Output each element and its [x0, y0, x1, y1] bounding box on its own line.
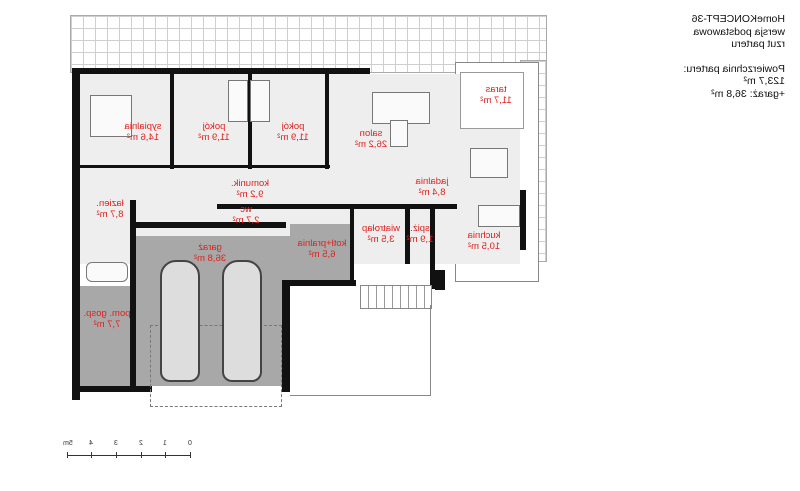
- wall: [290, 280, 356, 286]
- wall: [72, 68, 370, 74]
- entrance-steps: [360, 285, 432, 309]
- bathtub: [86, 262, 128, 282]
- wall: [130, 200, 136, 390]
- room-name: wiatrołap: [361, 223, 401, 234]
- room-area: 3,5 m²: [367, 234, 395, 245]
- wall: [325, 74, 329, 169]
- room-area: 8,7 m²: [96, 209, 124, 220]
- room-area: 11,9 m²: [198, 132, 230, 143]
- wall: [72, 70, 80, 400]
- room-area: 26,2 m²: [354, 139, 388, 150]
- scale-tick: [165, 452, 166, 458]
- room-name: kotł+pralnia: [297, 238, 347, 249]
- room-label-spizarnia: spiż.1,9 m²: [407, 223, 434, 245]
- area-label: Powierzchnia parteru:: [683, 62, 785, 75]
- scale-label: 5m: [63, 440, 73, 447]
- room-name: taras: [485, 84, 507, 95]
- wall: [136, 222, 286, 228]
- utility-room-floor: [80, 286, 136, 386]
- wall: [72, 386, 152, 392]
- scale-bar: [67, 455, 190, 456]
- room-name: łazien.: [96, 198, 124, 209]
- room-area: 36,8 m²: [193, 253, 227, 264]
- scale-tick: [116, 452, 117, 458]
- scale-tick: [91, 452, 92, 458]
- kitchen-counter: [478, 205, 520, 227]
- project-view: rzut parteru: [731, 38, 785, 50]
- scale-label: 3: [114, 440, 118, 447]
- project-version: wersja podstawowa: [693, 25, 785, 38]
- room-name: komunik.: [230, 178, 270, 189]
- area-value: 123,7 m²: [743, 75, 785, 87]
- room-label-lazienka: łazien.8,7 m²: [96, 198, 123, 220]
- room-name: garaż: [198, 242, 222, 253]
- bed: [90, 95, 132, 137]
- scale-tick: [141, 452, 142, 458]
- room-name: spiż.: [410, 223, 430, 234]
- coffee-table: [390, 120, 408, 147]
- room-name: salon: [359, 128, 383, 139]
- room-name: pom. gosp.: [83, 308, 131, 319]
- wall: [405, 209, 410, 264]
- room-name: pokój: [281, 121, 305, 132]
- wall: [170, 74, 174, 169]
- entrance-path: [290, 305, 431, 396]
- info-spacer: [640, 51, 785, 63]
- room-label-komunikacja: komunik.9,2 m²: [231, 178, 269, 200]
- room-area: 11,7 m²: [480, 95, 512, 106]
- room-area: 1,9 m²: [406, 234, 434, 245]
- room-area: 2,7 m²: [232, 215, 260, 226]
- room-area: 11,9 m²: [277, 132, 309, 143]
- project-info: HomeKONCEPT-36 wersja podstawowa rzut pa…: [640, 13, 785, 100]
- wall: [350, 209, 354, 284]
- wall: [520, 190, 526, 250]
- room-name: sypialnia: [124, 121, 162, 132]
- room-label-pom-gosp: pom. gosp.7,7 m²: [84, 308, 131, 330]
- room-area: 8,4 m²: [418, 187, 446, 198]
- room-name: wc: [240, 204, 252, 215]
- room-name: pokój: [202, 121, 226, 132]
- sofa: [372, 92, 430, 124]
- scale-tick: [67, 452, 68, 458]
- car: [160, 260, 200, 382]
- scale-label: 1: [163, 440, 167, 447]
- dining-table: [470, 148, 508, 178]
- car: [222, 260, 262, 382]
- terrace-paving-top: [70, 15, 547, 73]
- taras-area: [460, 72, 524, 129]
- room-area: 6,5 m²: [308, 249, 336, 260]
- scale-label: 2: [139, 440, 143, 447]
- room-area: 9,2 m²: [236, 189, 264, 200]
- driveway-outline: [150, 325, 282, 407]
- room-area: 10,5 m²: [467, 241, 501, 252]
- project-title: HomeKONCEPT-36: [691, 13, 785, 25]
- room-area: 7,7 m²: [93, 319, 121, 330]
- room-name: kuchnia: [467, 230, 501, 241]
- scale-tick: [190, 452, 191, 458]
- boiler-room-floor: [290, 224, 350, 282]
- bed: [228, 80, 248, 122]
- room-name: jadalnia: [415, 176, 449, 187]
- wall: [80, 165, 330, 168]
- wall: [430, 209, 435, 289]
- room-area: 14,6 m²: [126, 132, 160, 143]
- wall: [435, 270, 445, 290]
- wall: [217, 204, 457, 209]
- bed: [250, 80, 270, 122]
- wall: [282, 280, 290, 392]
- scale-label: 4: [89, 440, 93, 447]
- garage-area: +garaż: 36,8 m²: [711, 87, 785, 100]
- scale-label: 0: [188, 440, 192, 447]
